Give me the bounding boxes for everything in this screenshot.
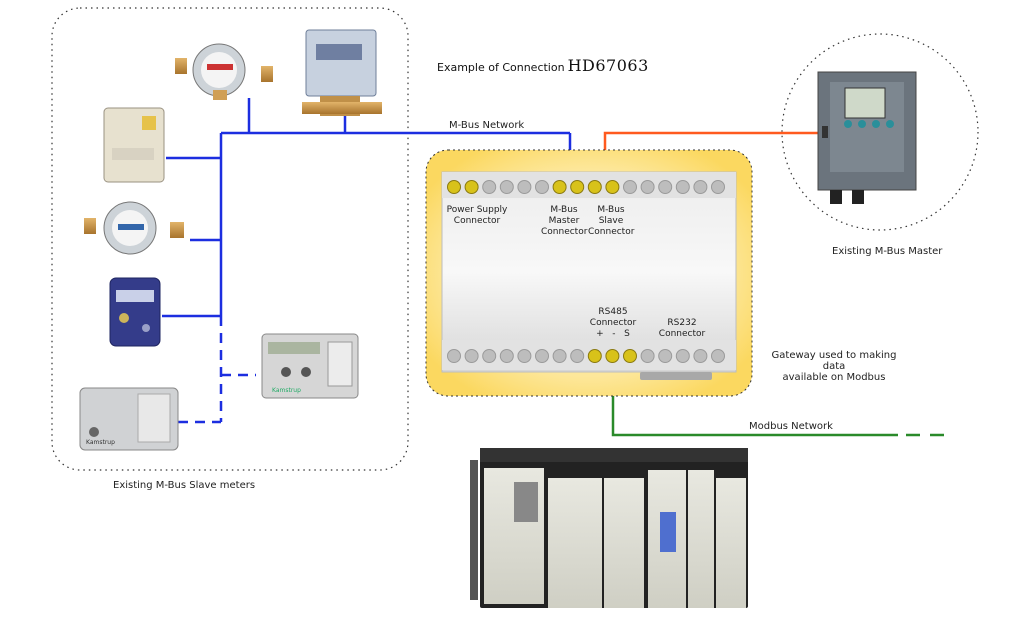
mbus-master-line2: Master xyxy=(548,216,580,226)
rs485-line1: RS485 xyxy=(598,307,628,317)
terminal-active xyxy=(552,180,567,194)
terminal xyxy=(675,349,690,363)
terminal xyxy=(517,349,532,363)
terminal-active xyxy=(605,180,620,194)
gateway-label-line2: available on Modbus xyxy=(782,372,886,383)
title-code: HD67063 xyxy=(567,56,649,75)
terminal xyxy=(482,349,497,363)
gateway-label-line1: Gateway used to making data xyxy=(771,350,897,372)
terminal xyxy=(517,180,532,194)
terminal-active xyxy=(447,180,461,194)
svg-text:Kamstrup: Kamstrup xyxy=(272,387,301,394)
mbus-master-line1: M-Bus xyxy=(550,205,578,215)
kamstrup-meter-right: Kamstrup xyxy=(261,333,359,399)
mbus-slave-line2: Slave xyxy=(598,216,624,226)
slave-meters-boundary xyxy=(51,7,409,471)
terminal xyxy=(693,349,708,363)
plc-rack xyxy=(470,448,748,608)
mbus-master-device xyxy=(817,71,917,204)
terminal xyxy=(711,180,725,194)
terminal xyxy=(693,180,708,194)
water-meter-top xyxy=(175,43,273,100)
gateway-label: Gateway used to making data available on… xyxy=(760,350,908,383)
mbus-slave-line3: Connector xyxy=(588,227,635,237)
water-meter-2 xyxy=(84,201,184,255)
terminal xyxy=(447,349,461,363)
terminal xyxy=(623,180,637,194)
mbus-network-label: M-Bus Network xyxy=(449,120,525,131)
master-label: Existing M-Bus Master xyxy=(832,246,943,257)
terminal xyxy=(535,349,549,363)
terminal xyxy=(570,349,585,363)
terminal xyxy=(711,349,725,363)
terminal xyxy=(658,349,673,363)
rs232-line1: RS232 xyxy=(667,318,697,328)
terminal xyxy=(535,180,549,194)
modbus-line xyxy=(611,385,898,437)
mbus-master-line3: Connector xyxy=(541,227,588,237)
terminal-active xyxy=(605,349,620,363)
terminal-active xyxy=(623,349,637,363)
gateway-device xyxy=(441,171,737,380)
terminal xyxy=(482,180,497,194)
terminal xyxy=(675,180,690,194)
power-line1: Power Supply xyxy=(446,205,508,215)
mbus-master-connector-label: M-Bus Master Connector xyxy=(541,205,587,238)
modbus-network-label: Modbus Network xyxy=(749,421,833,432)
terminal xyxy=(552,349,567,363)
terminal xyxy=(499,180,514,194)
terminal xyxy=(640,180,655,194)
master-boundary xyxy=(781,33,979,231)
terminal-active xyxy=(587,349,602,363)
terminal xyxy=(499,349,514,363)
rs232-connector-label: RS232 Connector xyxy=(654,318,710,340)
terminal xyxy=(640,349,655,363)
terminal-active xyxy=(587,180,602,194)
blue-meter xyxy=(109,277,161,347)
rs485-line2: Connector xyxy=(589,318,637,328)
terminal xyxy=(658,180,673,194)
kamstrup-meter-left: Kamstrup xyxy=(79,387,179,451)
power-line2: Connector xyxy=(453,216,501,226)
terminal-active xyxy=(464,180,479,194)
slave-meters-label: Existing M-Bus Slave meters xyxy=(113,480,256,491)
power-supply-connector-label: Power Supply Connector xyxy=(439,205,515,227)
rs485-connector-label: RS485 Connector + - S xyxy=(588,307,638,340)
rs485-pins: + - S xyxy=(596,329,630,339)
mbus-slave-connector-label: M-Bus Slave Connector xyxy=(588,205,634,238)
heat-meter-top-right xyxy=(302,29,382,116)
svg-text:Kamstrup: Kamstrup xyxy=(86,439,115,446)
mbus-dashed-lines xyxy=(178,316,256,424)
rs232-line2: Connector xyxy=(658,329,706,339)
terminal-active xyxy=(570,180,585,194)
heat-meter-1 xyxy=(103,107,165,183)
terminal xyxy=(464,349,479,363)
title-prefix: Example of Connection xyxy=(437,61,565,74)
mbus-slave-line1: M-Bus xyxy=(597,205,625,215)
